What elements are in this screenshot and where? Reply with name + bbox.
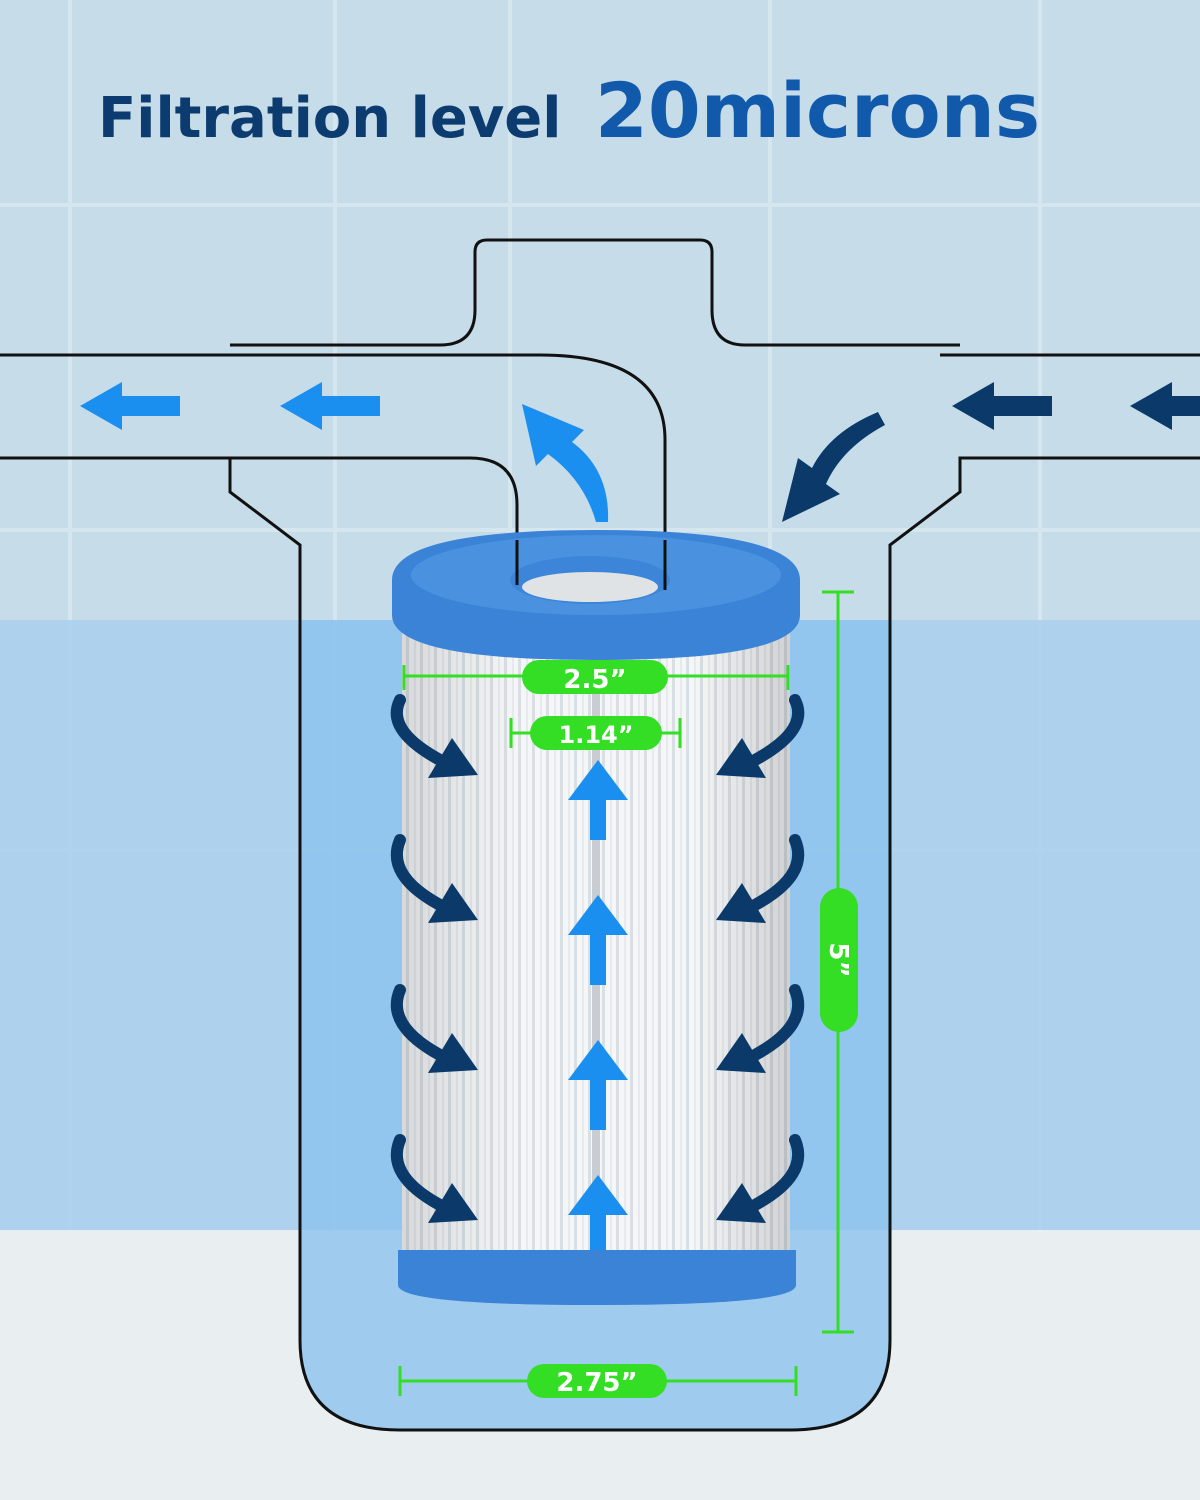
arrow-left-icon <box>280 382 380 430</box>
arrow-left-icon <box>80 382 180 430</box>
height-label: 5” <box>823 942 853 977</box>
arrow-head-icon <box>428 1183 478 1223</box>
arrow-left-icon <box>1130 382 1200 430</box>
arrow-head-icon <box>716 1183 766 1223</box>
arrow-head-icon <box>716 738 766 778</box>
arrow-curve-down-icon <box>782 412 885 522</box>
inflow-arrows <box>782 382 1200 522</box>
arrow-up-icon <box>568 1040 628 1130</box>
outflow-arrows <box>80 382 609 522</box>
arrow-up-icon <box>568 895 628 985</box>
side-inflow-arrows <box>390 694 805 1211</box>
arrow-head-icon <box>428 1033 478 1073</box>
dimension-badges <box>522 660 858 1398</box>
arrow-head-icon <box>428 738 478 778</box>
base-diameter-label: 2.75” <box>556 1368 637 1398</box>
arrow-head-icon <box>428 883 478 923</box>
housing-outline <box>0 238 1200 1432</box>
title-prefix: Filtration level <box>98 86 561 151</box>
arrow-up-icon <box>568 1175 628 1250</box>
arrow-left-icon <box>952 382 1052 430</box>
arrow-up-icon <box>568 760 628 840</box>
filter-cartridge <box>392 530 800 1305</box>
side-arrowheads <box>428 738 766 1223</box>
title-highlight: 20microns <box>595 66 1040 155</box>
arrow-head-icon <box>716 883 766 923</box>
page-title: Filtration level 20microns <box>98 66 1040 155</box>
arrow-curve-up-icon <box>522 404 609 522</box>
arrow-head-icon <box>716 1033 766 1073</box>
center-up-arrows <box>568 760 628 1250</box>
filter-bottom-cap <box>398 1250 796 1305</box>
outer-diameter-label: 2.5” <box>563 665 626 695</box>
inner-diameter-label: 1.14” <box>559 721 634 749</box>
